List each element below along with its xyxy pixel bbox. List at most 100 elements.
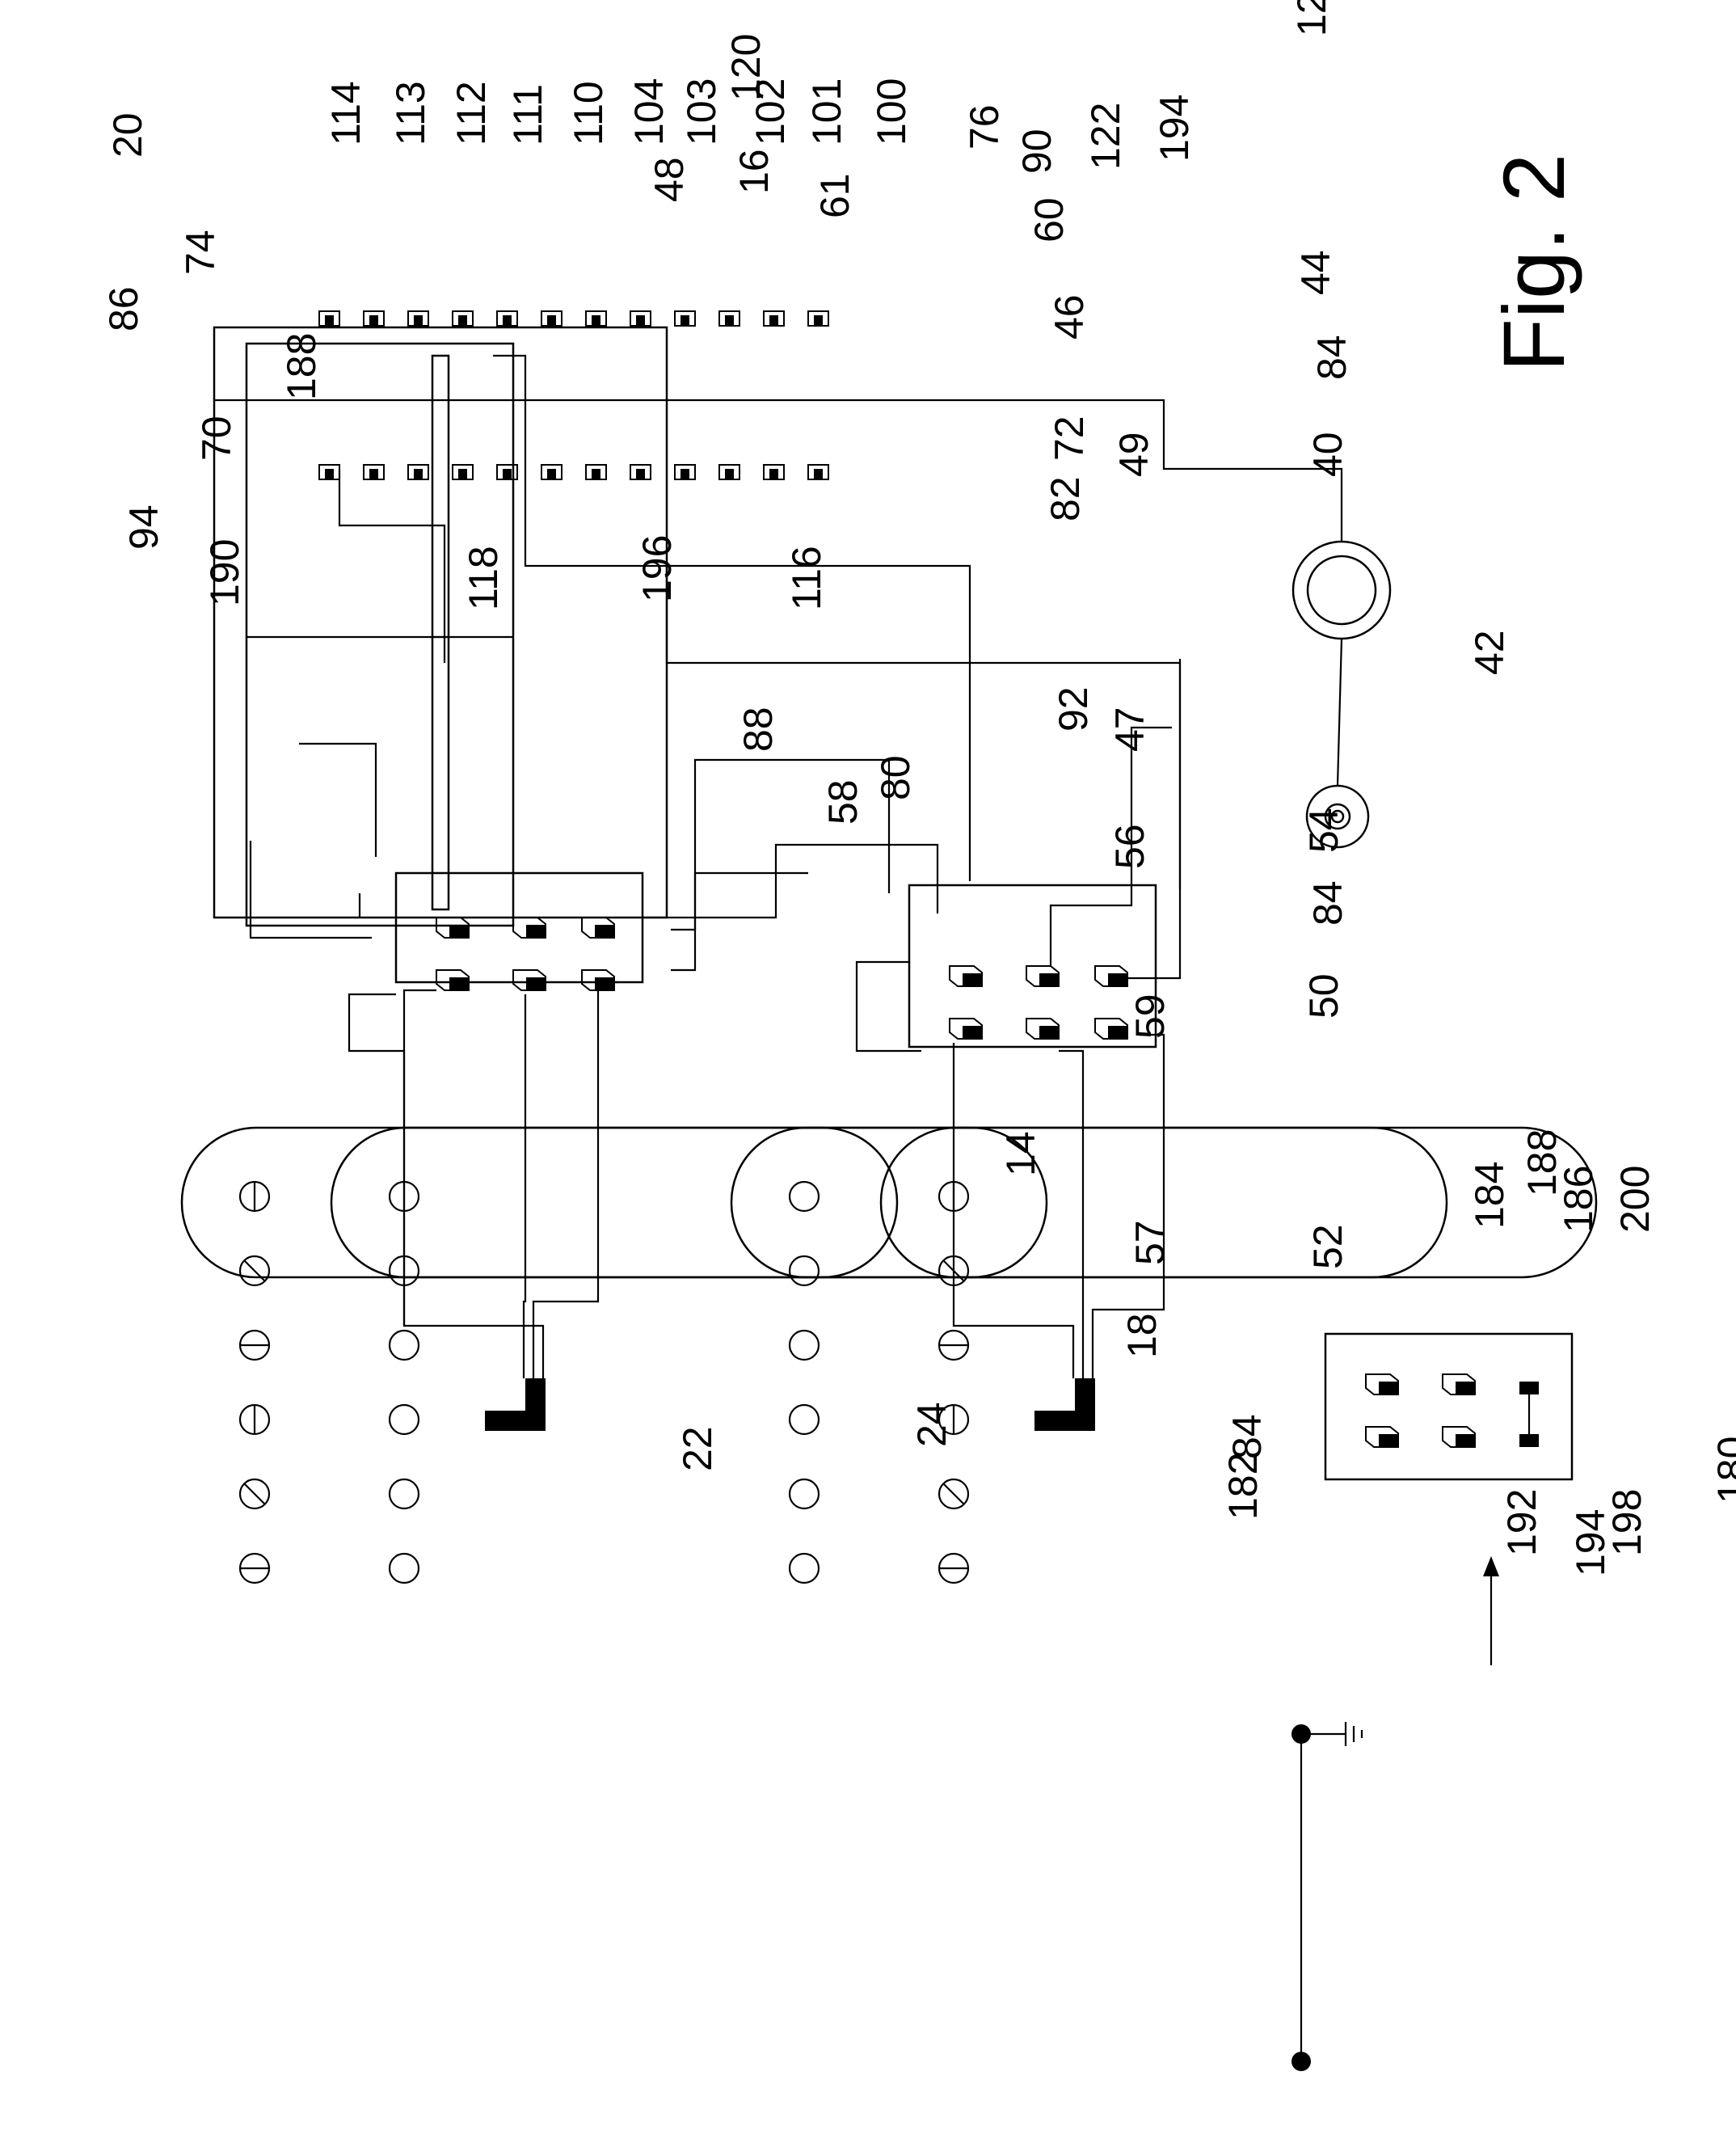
bank-terminal-contact — [369, 469, 378, 479]
bank-terminal — [630, 464, 651, 480]
ref-label-84: 84 — [1224, 1414, 1270, 1459]
ref-label-70: 70 — [194, 416, 239, 461]
ref-label-18: 18 — [1119, 1313, 1165, 1358]
ref-label-196: 196 — [634, 535, 680, 602]
bank-terminal — [452, 464, 474, 480]
ref-label-90: 90 — [1014, 129, 1060, 174]
ref-label-49: 49 — [1111, 432, 1157, 477]
ref-label-182: 182 — [1220, 1453, 1266, 1520]
ref-label-59: 59 — [1127, 994, 1173, 1039]
bank-terminal-contact — [592, 469, 600, 479]
ref-label-113: 113 — [388, 81, 433, 146]
bank-terminal — [763, 464, 785, 480]
ref-label-57: 57 — [1127, 1220, 1173, 1265]
coil-30 — [879, 1126, 1598, 1279]
jack-24 — [1305, 638, 1370, 849]
ref-label-92: 92 — [1051, 686, 1096, 732]
pole-pieces-32 — [788, 1180, 820, 1584]
ref-label-50: 50 — [1301, 973, 1346, 1019]
ref-label-88: 88 — [735, 707, 781, 752]
bank-terminal-contact — [547, 469, 556, 479]
coil-26 — [180, 1126, 899, 1279]
bank-terminal — [807, 310, 829, 327]
ref-label-194: 194 — [1568, 1509, 1613, 1576]
ref-label-16: 16 — [731, 149, 777, 194]
switch-bank-70-72 — [431, 354, 450, 911]
bank-terminal-contact — [458, 469, 467, 479]
bank-terminal — [763, 310, 785, 327]
pickup-12 — [180, 1126, 1048, 1584]
bank-terminal-contact — [636, 315, 645, 326]
ref-label-86: 86 — [101, 286, 146, 331]
ref-label-82: 82 — [1043, 476, 1088, 521]
bank-terminal-contact — [592, 315, 600, 326]
bank-terminal — [585, 464, 607, 480]
ref-label-42: 42 — [1467, 630, 1512, 675]
bank-terminal-contact — [369, 315, 378, 326]
ref-label-12: 12 — [1289, 0, 1334, 36]
bank-terminal — [585, 310, 607, 327]
ref-label-103: 103 — [679, 78, 724, 146]
ref-label-80: 80 — [873, 755, 918, 800]
bank-terminal — [541, 464, 563, 480]
ref-label-58: 58 — [820, 779, 866, 825]
bank-terminal-contact — [414, 315, 423, 326]
ref-label-14: 14 — [998, 1131, 1043, 1176]
bank-terminal — [452, 310, 474, 327]
ref-label-190: 190 — [202, 539, 247, 606]
ref-label-47: 47 — [1107, 707, 1152, 752]
bank-terminal-contact — [814, 315, 823, 326]
output-jack-22 — [1291, 540, 1392, 640]
ref-label-111: 111 — [505, 84, 550, 146]
ref-label-198: 198 — [1604, 1489, 1650, 1556]
control-board-20 — [213, 326, 668, 927]
pickup-14 — [730, 1126, 1598, 1584]
switch-16 — [394, 871, 644, 991]
switch-18 — [908, 884, 1157, 1048]
bank-terminal-contact — [725, 469, 734, 479]
reference-labels: 1214161820222426283032404244464748495052… — [101, 0, 1736, 1576]
bank-terminal-contact — [680, 315, 689, 326]
ref-label-101: 101 — [804, 78, 849, 146]
ref-label-188: 188 — [1519, 1129, 1565, 1196]
ref-label-200: 200 — [1612, 1166, 1658, 1233]
ref-label-180: 180 — [1709, 1437, 1736, 1504]
wires — [214, 354, 1343, 1378]
pole-pieces-26 — [238, 1180, 271, 1584]
ref-label-22: 22 — [675, 1426, 720, 1471]
ref-label-122: 122 — [1083, 103, 1128, 170]
bank-terminal-contact — [458, 315, 467, 326]
bank-terminal-contact — [503, 469, 512, 479]
ref-label-102: 102 — [748, 78, 793, 146]
ref-label-186: 186 — [1556, 1166, 1601, 1233]
ref-label-100: 100 — [869, 78, 914, 146]
bank-terminal — [496, 464, 518, 480]
ref-label-72: 72 — [1047, 416, 1092, 461]
ref-label-60: 60 — [1026, 197, 1072, 243]
ref-label-184: 184 — [1467, 1162, 1512, 1229]
figure-title: Fig. 2 — [1485, 154, 1582, 372]
switch-180 — [1324, 1332, 1574, 1481]
ref-label-44: 44 — [1293, 250, 1338, 295]
arrow-180 — [1483, 1556, 1499, 1665]
ref-label-192: 192 — [1499, 1489, 1544, 1556]
bank-terminal-contact — [814, 469, 823, 479]
ref-label-194: 194 — [1152, 95, 1197, 162]
cable-connector-12 — [485, 1378, 546, 1431]
ref-label-84: 84 — [1305, 880, 1350, 926]
bank-terminal — [407, 310, 429, 327]
bank-terminal — [718, 464, 740, 480]
cable-connector-14 — [1034, 1378, 1095, 1431]
ref-label-110: 110 — [566, 81, 611, 146]
bank-terminal-contact — [680, 469, 689, 479]
ref-label-54: 54 — [1301, 808, 1346, 853]
ref-label-24: 24 — [909, 1402, 954, 1447]
bank-terminal — [541, 310, 563, 327]
bank-terminal — [318, 310, 340, 327]
bank-terminal — [718, 310, 740, 327]
ref-label-188: 188 — [279, 333, 324, 400]
ref-label-84: 84 — [1309, 335, 1355, 380]
ref-label-116: 116 — [784, 546, 829, 610]
switch-bank-74-76 — [245, 342, 515, 927]
